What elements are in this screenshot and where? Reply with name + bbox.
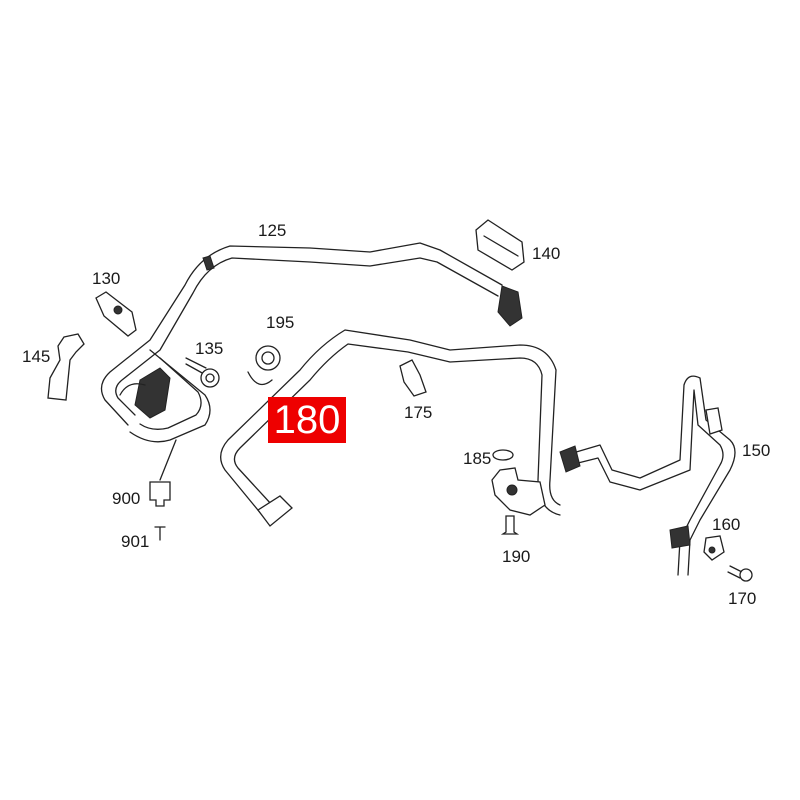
part-170[interactable] [727, 565, 753, 582]
part-190[interactable] [500, 515, 520, 535]
part-175[interactable] [399, 359, 427, 397]
part-195[interactable] [247, 345, 281, 386]
part-145[interactable] [47, 333, 85, 401]
part-160[interactable] [703, 535, 725, 561]
callout-185: 185 [463, 449, 492, 468]
callout-135: 135 [195, 339, 224, 358]
part-185[interactable] [492, 449, 514, 461]
part-901[interactable] [154, 526, 166, 541]
callout-901: 901 [121, 532, 150, 551]
hose-125[interactable] [100, 242, 523, 443]
callout-170: 170 [728, 589, 757, 608]
callout-160: 160 [712, 515, 741, 534]
part-135[interactable] [185, 357, 220, 388]
callout-190: 190 [502, 547, 531, 566]
callout-195: 195 [266, 313, 295, 332]
hose-150[interactable] [559, 375, 736, 576]
pump-assembly[interactable] [491, 467, 546, 516]
valve-assembly[interactable] [119, 367, 171, 419]
callout-140: 140 [532, 244, 561, 263]
callout-130: 130 [92, 269, 121, 288]
callout-145: 145 [22, 347, 51, 366]
callout-150: 150 [742, 441, 771, 460]
part-140[interactable] [475, 219, 525, 271]
part-130[interactable] [95, 291, 137, 337]
callout-175: 175 [404, 403, 433, 422]
part-900[interactable] [149, 439, 177, 507]
callout-125: 125 [258, 221, 287, 240]
callout-180-highlighted[interactable]: 180 [268, 397, 346, 443]
callout-900: 900 [112, 489, 141, 508]
